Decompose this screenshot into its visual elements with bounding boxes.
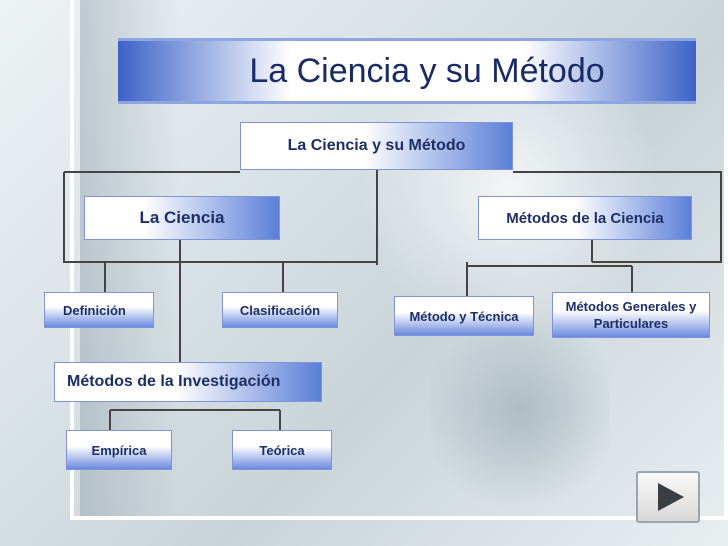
slide-frame: [70, 0, 728, 520]
node-metodo-y-tecnica: Método y Técnica: [394, 296, 534, 336]
node-la-ciencia: La Ciencia: [84, 196, 280, 240]
node-teorica: Teórica: [232, 430, 332, 470]
node-definicion: Definición: [44, 292, 154, 328]
next-slide-button[interactable]: [636, 471, 700, 523]
node-metodos-de-la-ciencia: Métodos de la Ciencia: [478, 196, 692, 240]
node-empirica: Empírica: [66, 430, 172, 470]
slide-title-bar: La Ciencia y su Método: [118, 38, 696, 104]
node-clasificacion: Clasificación: [222, 292, 338, 328]
node-metodos-de-la-investigacion: Métodos de la Investigación: [54, 362, 322, 402]
diagram-root-node: La Ciencia y su Método: [240, 122, 513, 170]
play-triangle-icon: [658, 483, 684, 511]
slide-title: La Ciencia y su Método: [249, 52, 605, 90]
node-metodos-generales: Métodos Generales y Particulares: [552, 292, 710, 338]
